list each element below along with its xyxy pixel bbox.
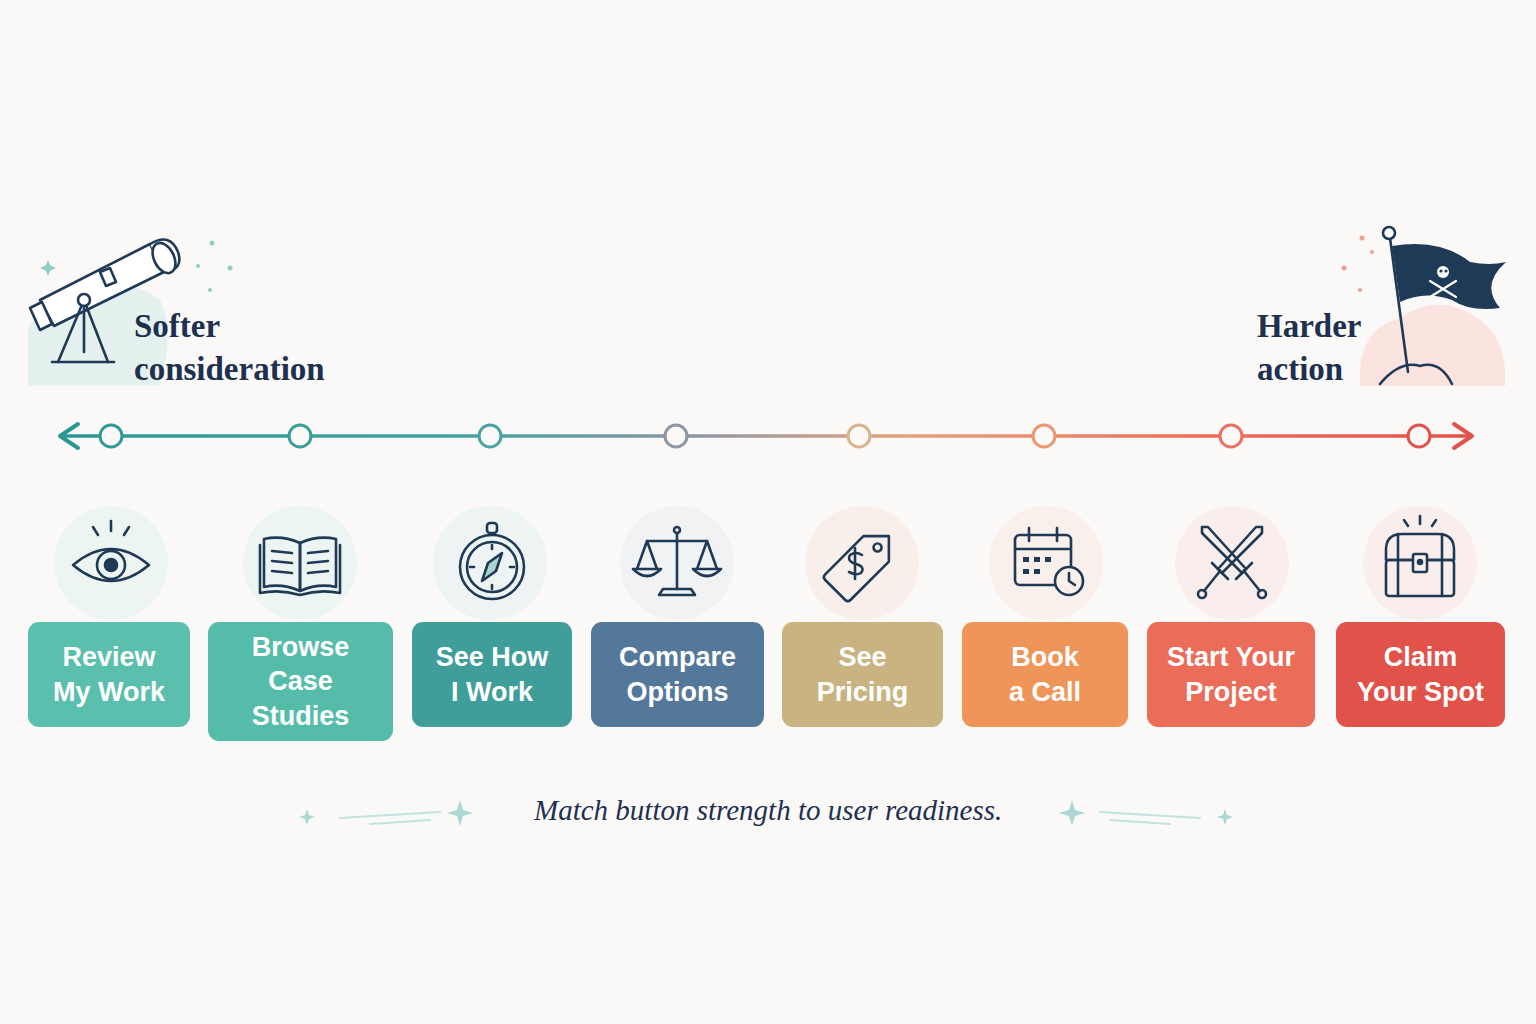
eye-icon bbox=[73, 521, 149, 581]
book-icon bbox=[260, 538, 340, 595]
scale-end-label: Softer consideration bbox=[134, 305, 374, 391]
compass-icon bbox=[460, 523, 524, 599]
button-label: Book a Call bbox=[972, 640, 1118, 709]
button-label: Browse Case Studies bbox=[218, 630, 383, 733]
calendar-icon bbox=[1015, 528, 1083, 595]
cta-button: See Pricing bbox=[782, 622, 943, 727]
button-label: See How I Work bbox=[422, 640, 562, 709]
button-label: See Pricing bbox=[792, 640, 933, 709]
cta-button: Browse Case Studies bbox=[208, 622, 393, 741]
treasure-chest-icon bbox=[1386, 516, 1454, 596]
button-label: Compare Options bbox=[601, 640, 754, 709]
button-label: Claim Your Spot bbox=[1346, 640, 1495, 709]
button-label: Start Your Project bbox=[1157, 640, 1305, 709]
cta-button: Review My Work bbox=[28, 622, 190, 727]
cta-button: Claim Your Spot bbox=[1336, 622, 1505, 727]
icon-discs bbox=[54, 506, 1477, 620]
caption: Match button strength to user readiness. bbox=[534, 794, 1002, 827]
scale-end-label: Harder action bbox=[1257, 305, 1387, 391]
button-label: Review My Work bbox=[38, 640, 180, 709]
scales-icon bbox=[633, 527, 721, 595]
crossed-swords-icon bbox=[1198, 527, 1266, 598]
cta-button: Start Your Project bbox=[1147, 622, 1315, 727]
cta-button: Book a Call bbox=[962, 622, 1128, 727]
timeline bbox=[60, 424, 1472, 448]
cta-button: See How I Work bbox=[412, 622, 572, 727]
price-tag-icon bbox=[821, 522, 901, 602]
flag-illustration bbox=[1342, 227, 1507, 386]
cta-button: Compare Options bbox=[591, 622, 764, 727]
